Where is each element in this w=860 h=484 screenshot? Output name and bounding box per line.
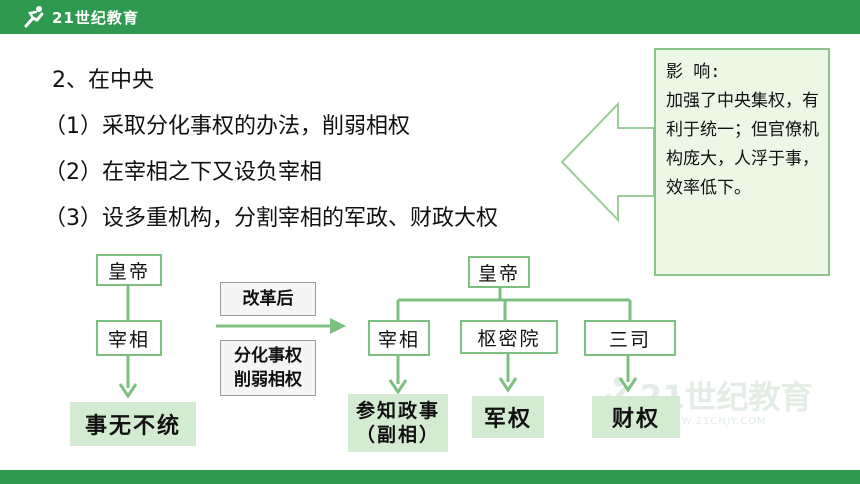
runner-logo-icon xyxy=(24,6,44,28)
watermark-url: WWW.21CNJY.COM xyxy=(660,416,767,427)
callout-body: 加强了中央集权，有利于统一；但官僚机构庞大，人浮于事，效率低下。 xyxy=(666,91,819,198)
header-bar: 21世纪教育 xyxy=(0,0,860,34)
reform-effect-line-1: 分化事权 xyxy=(234,346,302,366)
reform-effect-line-2: 削弱相权 xyxy=(234,370,302,390)
military-power-box: 军权 xyxy=(472,396,544,438)
point-2: （2）在宰相之下又设负宰相 xyxy=(44,160,322,185)
privy-council-box: 枢密院 xyxy=(460,320,558,354)
section-heading: 2、在中央 xyxy=(52,68,154,93)
point-3: （3）设多重机构，分割宰相的军政、财政大权 xyxy=(44,206,498,231)
emperor-box-after: 皇帝 xyxy=(468,256,530,288)
vice-chancellor-line-2: （副相） xyxy=(355,424,440,446)
three-offices-box: 三司 xyxy=(584,320,676,356)
reform-effect-label: 分化事权 削弱相权 xyxy=(220,340,316,396)
point-1: （1）采取分化事权的办法，削弱相权 xyxy=(44,114,410,139)
arrowhead-left xyxy=(118,383,138,399)
reform-label: 改革后 xyxy=(220,282,316,316)
callout-title: 影 响: xyxy=(666,62,721,82)
footer-bar xyxy=(0,470,860,484)
chancellor-box-before: 宰相 xyxy=(96,320,162,356)
result-box-before: 事无不统 xyxy=(70,402,196,446)
arrowhead-right-3 xyxy=(618,377,638,393)
chancellor-box-after: 宰相 xyxy=(368,320,430,356)
callout-pointer-arrow xyxy=(560,101,655,223)
vice-chancellor-box: 参知政事 （副相） xyxy=(348,394,448,452)
logo-text: 21世纪教育 xyxy=(52,8,139,27)
arrowhead-right-2 xyxy=(498,377,518,393)
arrowhead-right-1 xyxy=(388,379,408,395)
site-logo: 21世纪教育 xyxy=(22,4,139,30)
financial-power-box: 财权 xyxy=(592,396,680,438)
impact-callout: 影 响: 加强了中央集权，有利于统一；但官僚机构庞大，人浮于事，效率低下。 xyxy=(654,48,830,276)
emperor-box-before: 皇帝 xyxy=(96,254,162,286)
transition-arrowhead xyxy=(330,318,346,334)
vice-chancellor-line-1: 参知政事 xyxy=(355,400,440,422)
